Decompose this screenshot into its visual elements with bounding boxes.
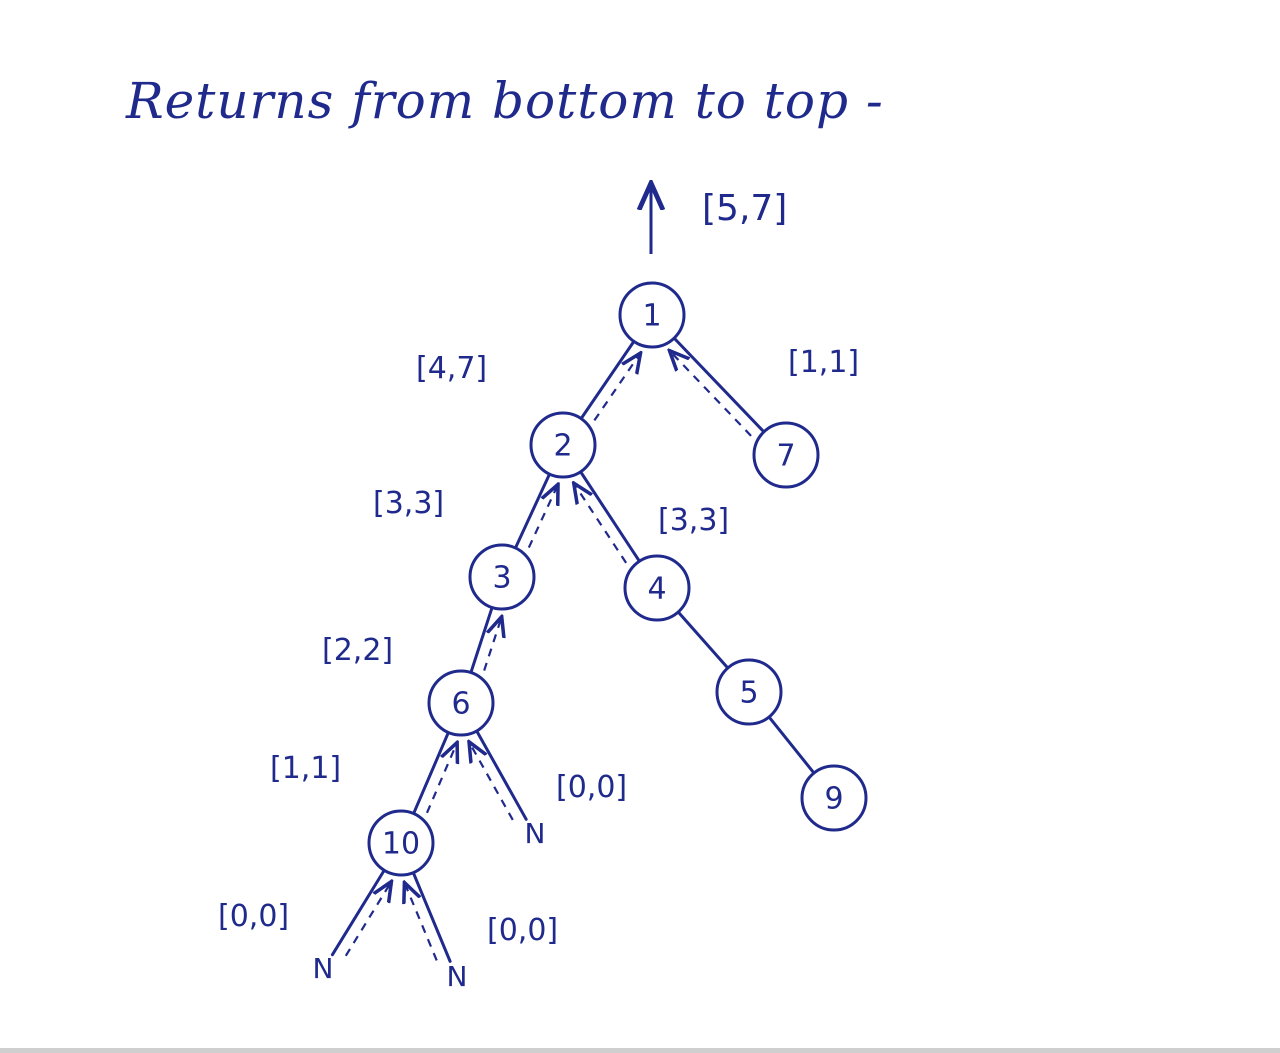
tree-node-4 bbox=[623, 554, 691, 622]
tree-node-label-5: 5 bbox=[739, 676, 758, 711]
edge-return-label: [1,1] bbox=[788, 345, 859, 380]
tree-node-6 bbox=[427, 669, 495, 737]
return-arrow-4-to-2 bbox=[575, 485, 628, 564]
tree-edge-2-3 bbox=[513, 472, 552, 550]
root-return-label: [5,7] bbox=[702, 188, 787, 229]
return-arrows-layer bbox=[344, 352, 752, 961]
return-arrow-n3-to-10 bbox=[405, 885, 438, 961]
edge-return-label: [0,0] bbox=[487, 913, 558, 948]
tree-node-9 bbox=[800, 764, 868, 832]
tree-node-label-3: 3 bbox=[492, 561, 511, 596]
return-arrow-6-to-3 bbox=[483, 619, 501, 671]
return-arrow-7-to-1 bbox=[671, 352, 752, 437]
tree-node-5 bbox=[715, 658, 783, 726]
tree-edge-10-n2 bbox=[330, 868, 386, 957]
tree-node-10 bbox=[367, 809, 435, 877]
tree-node-label-2: 2 bbox=[553, 429, 572, 464]
nodes-layer: 1 2 7 3 4 6 5 10 9N N N bbox=[313, 281, 868, 993]
bottom-divider bbox=[0, 1048, 1280, 1053]
tree-node-label-9: 9 bbox=[824, 782, 843, 817]
edge-return-label: [0,0] bbox=[218, 899, 289, 934]
tree-node-2 bbox=[529, 411, 597, 479]
tree-edge-4-5 bbox=[676, 610, 730, 670]
tree-node-label-1: 1 bbox=[642, 299, 661, 334]
tree-edge-6-10 bbox=[412, 730, 450, 816]
diagram-title: Returns from bottom to top - bbox=[126, 72, 884, 130]
edge-return-label: [2,2] bbox=[322, 633, 393, 668]
tree-node-label-7: 7 bbox=[776, 439, 795, 474]
tree-node-7 bbox=[752, 421, 820, 489]
tree-node-1 bbox=[618, 281, 686, 349]
edge-return-label: [3,3] bbox=[373, 486, 444, 521]
edge-labels-layer: [4,7] [1,1] [3,3] [3,3] [2,2] [1,1] [0,0] [0,0]… bbox=[218, 345, 859, 948]
edge-return-label: [0,0] bbox=[556, 770, 627, 805]
tree-edge-5-9 bbox=[767, 715, 816, 775]
return-arrow-2-to-1 bbox=[593, 355, 639, 422]
tree-edge-1-2 bbox=[579, 339, 636, 421]
return-arrow-3-to-2 bbox=[527, 486, 557, 549]
edge-return-label: [1,1] bbox=[270, 751, 341, 786]
tree-edge-2-4 bbox=[579, 470, 641, 563]
edge-return-label: [3,3] bbox=[658, 503, 729, 538]
tree-edge-1-7 bbox=[672, 336, 766, 434]
tree-edge-6-n1 bbox=[475, 729, 528, 821]
null-leaf-n1: N bbox=[525, 817, 546, 850]
null-leaf-n2: N bbox=[313, 952, 334, 985]
tree-edge-3-6 bbox=[469, 605, 494, 675]
tree-node-label-6: 6 bbox=[451, 687, 470, 722]
tree-node-label-4: 4 bbox=[647, 572, 666, 607]
null-leaf-n3: N bbox=[447, 960, 468, 993]
tree-node-3 bbox=[468, 543, 536, 611]
return-arrow-10-to-6 bbox=[425, 744, 456, 814]
edge-return-label: [4,7] bbox=[416, 351, 487, 386]
tree-node-label-10: 10 bbox=[382, 827, 420, 862]
